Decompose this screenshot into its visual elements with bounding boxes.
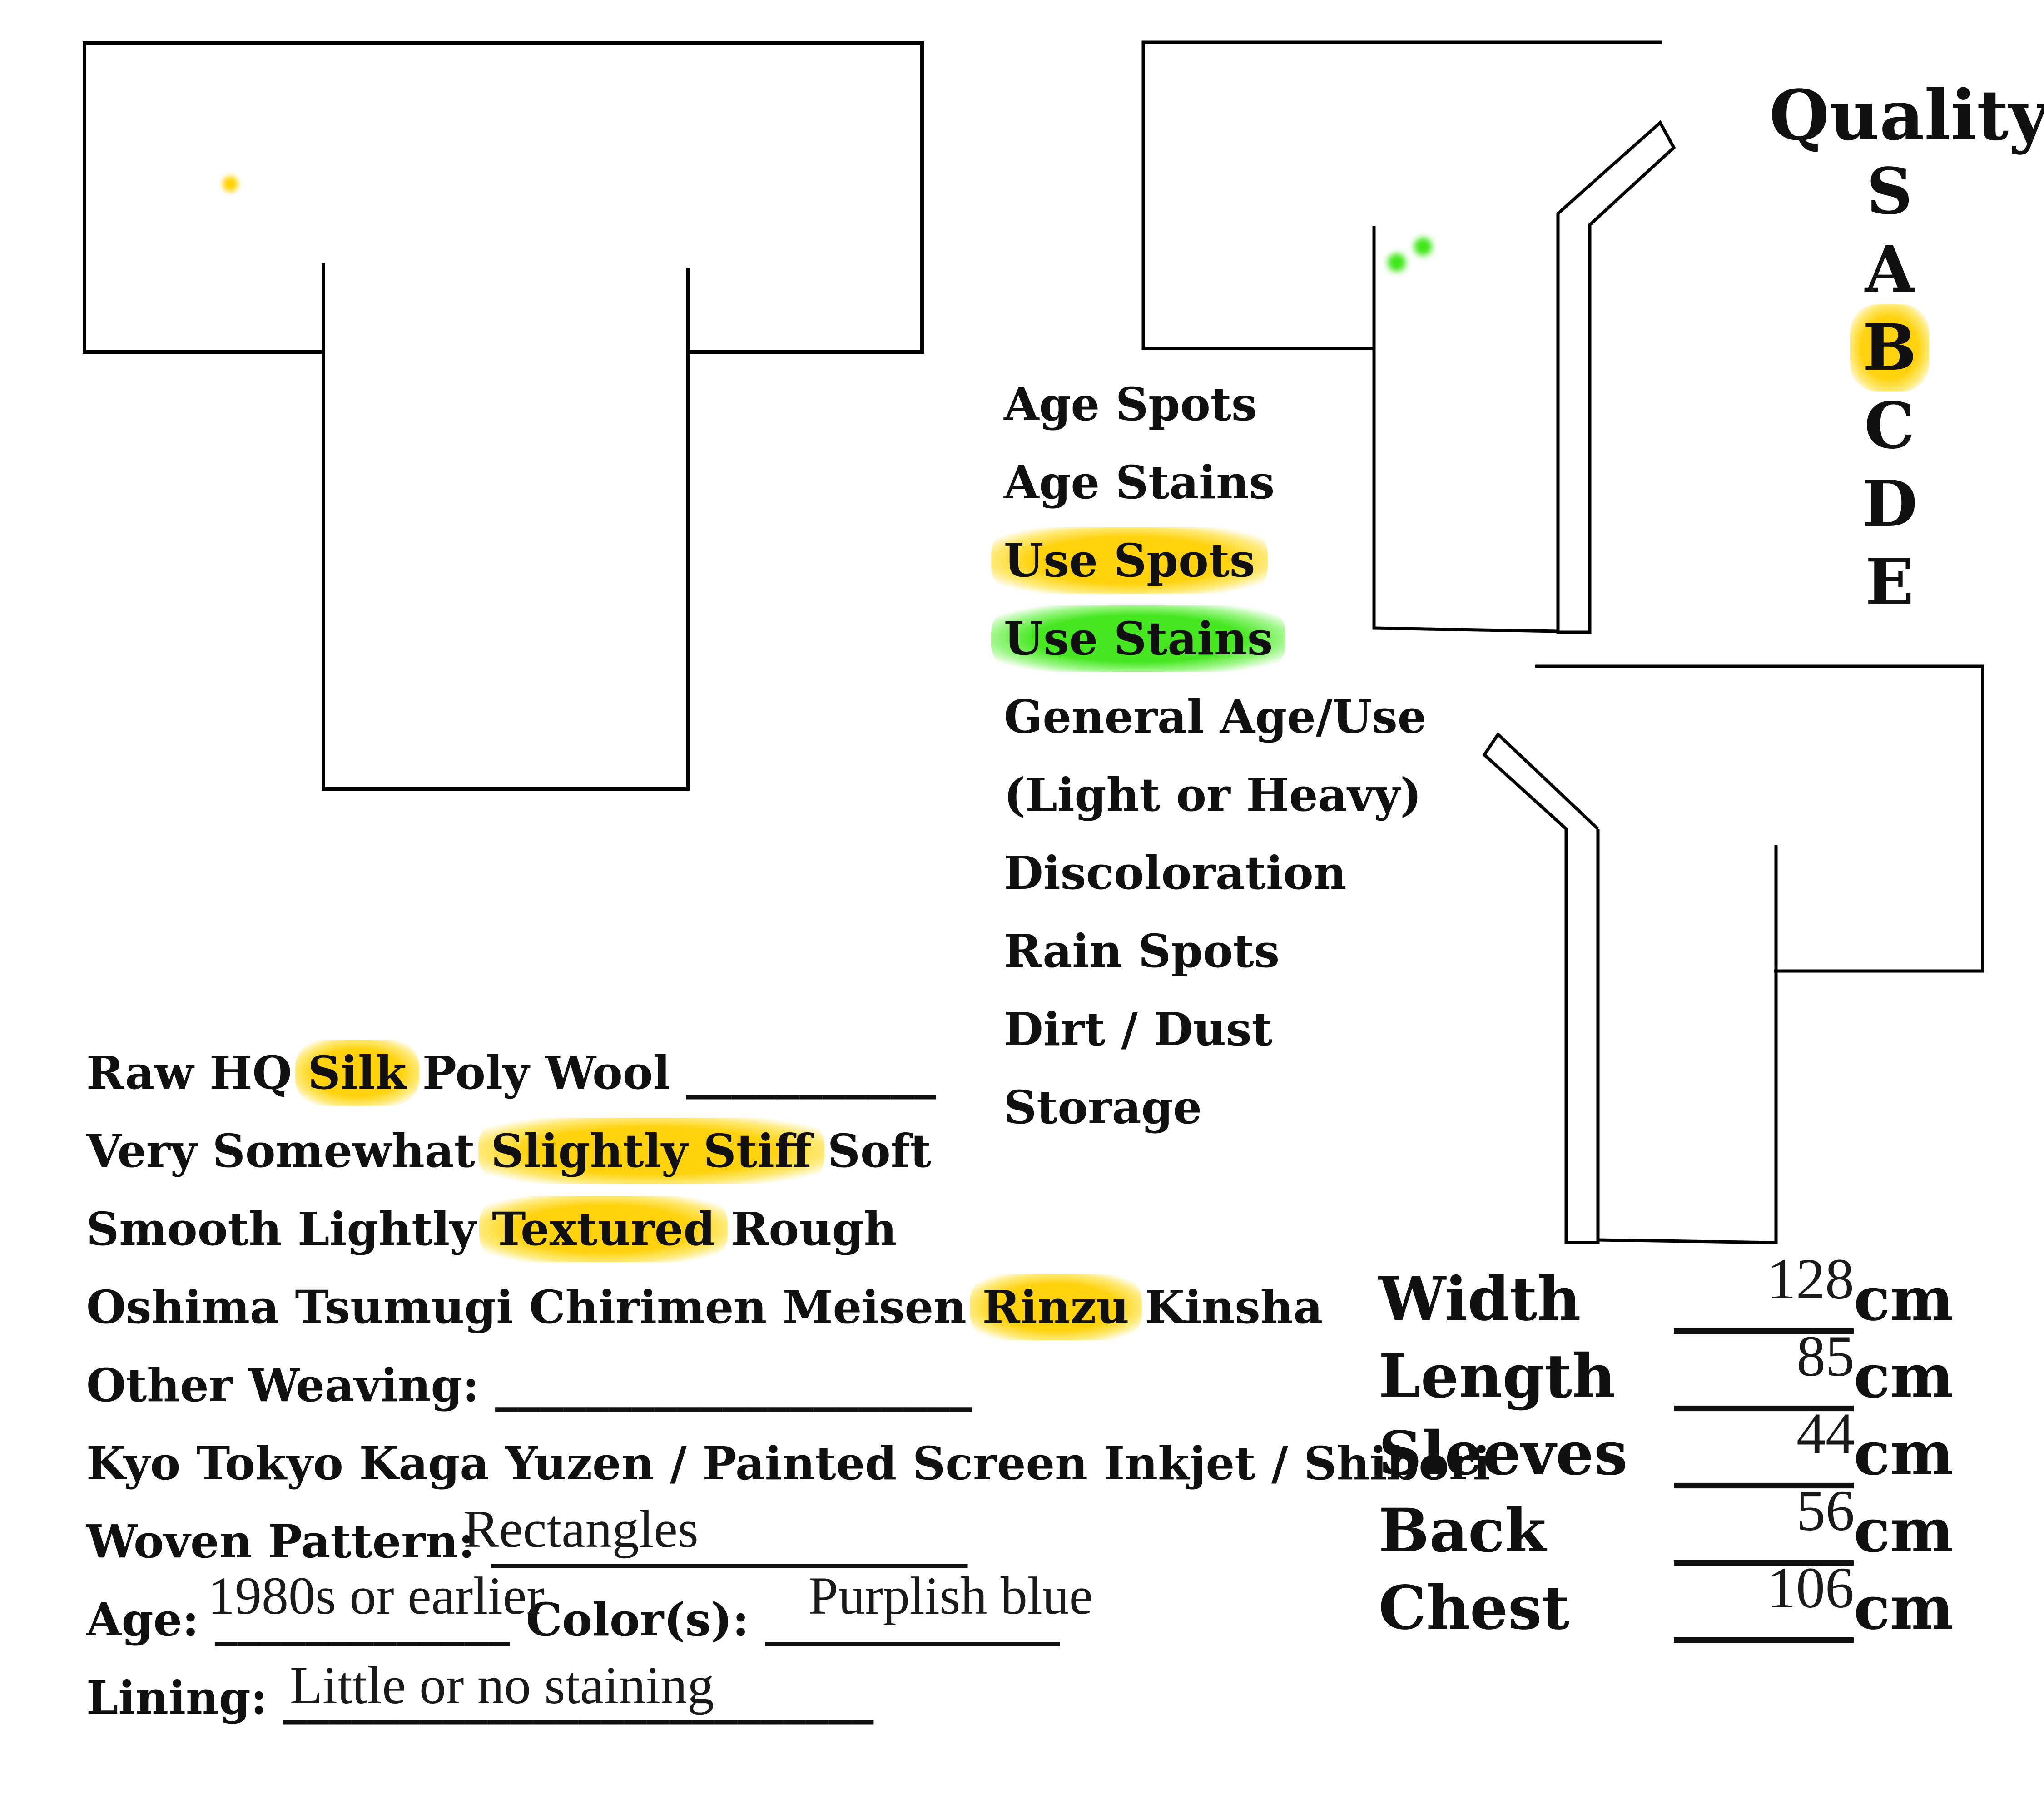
colors-blank: _____________: [765, 1593, 1061, 1646]
other-weaving-row: Other Weaving: _____________________: [86, 1363, 972, 1408]
lining-blank: __________________________: [283, 1671, 874, 1725]
measurement-label-chest: Chest: [1379, 1573, 1570, 1643]
lining-label: Lining:: [86, 1671, 283, 1725]
age-label: Age:: [86, 1593, 215, 1646]
woven-pattern-blank: _____________________: [491, 1515, 968, 1568]
defect-item-dirt-dust: Dirt / Dust: [1004, 1002, 1273, 1056]
measurement-value-back: 56: [1796, 1478, 1855, 1543]
measurement-underline: ______: [1674, 1573, 1854, 1643]
measurement-underline: ______: [1674, 1418, 1854, 1489]
stiffness-options-post: Soft: [811, 1124, 931, 1178]
defect-item-rain-spots: Rain Spots: [1004, 924, 1280, 978]
measurement-unit: cm: [1854, 1418, 1954, 1489]
measurement-value-sleeves: 44: [1796, 1401, 1855, 1466]
defect-item-use-stains: Use Stains: [991, 605, 1286, 672]
use-spot-mark: [223, 176, 238, 192]
weave-row: Oshima Tsumugi Chirimen Meisen Rinzu Kin…: [86, 1274, 1323, 1340]
defect-item-use-spots: Use Spots: [991, 527, 1268, 594]
colors-label: Color(s):: [510, 1593, 765, 1646]
measurement-unit: cm: [1854, 1496, 1954, 1566]
defect-item-age-spots: Age Spots: [1004, 377, 1257, 431]
measurement-blank-sleeves: ______cm: [1674, 1424, 1954, 1484]
stiffness-row: Very Somewhat Slightly Stiff Soft: [86, 1118, 931, 1184]
defect-item-discoloration: Discoloration: [1004, 846, 1347, 900]
use-spots-highlight: Use Spots: [991, 527, 1268, 594]
lining-value: Little or no staining: [290, 1655, 714, 1715]
dye-methods-row: Kyo Tokyo Kaga Yuzen / Painted Screen In…: [86, 1437, 1490, 1490]
measurement-blank-length: ______cm: [1674, 1347, 1954, 1407]
measurement-underline: ______: [1674, 1264, 1854, 1334]
measurement-label-width: Width: [1379, 1264, 1581, 1334]
quality-grade-b: B: [1850, 304, 1930, 392]
stiffness-options-pre: Very Somewhat: [86, 1124, 491, 1178]
stiffness-selected: Slightly Stiff: [478, 1118, 824, 1184]
defect-item-storage: Storage: [1004, 1080, 1202, 1134]
weave-options-post: Kinsha: [1129, 1280, 1323, 1334]
material-blank: ___________: [686, 1046, 936, 1100]
kimono-side-outline: [1482, 664, 1984, 1244]
measurement-unit: cm: [1854, 1573, 1954, 1643]
measurement-label-sleeves: Sleeves: [1379, 1418, 1628, 1489]
defect-item-age-stains: Age Stains: [1004, 456, 1275, 509]
texture-selected: Textured: [479, 1196, 728, 1262]
age-color-row: Age: _____________ Color(s): ___________…: [86, 1597, 1060, 1642]
material-selected: Silk: [295, 1040, 419, 1106]
defect-item-general-age-use: General Age/Use: [1004, 690, 1427, 743]
kimono-front-outline: [83, 41, 924, 791]
colors-value: Purplish blue: [809, 1566, 1093, 1626]
quality-grade-d: D: [1862, 467, 1918, 541]
texture-options-pre: Smooth Lightly: [86, 1202, 492, 1256]
lining-row: Lining: __________________________: [86, 1675, 873, 1720]
measurement-blank-width: ______cm: [1674, 1269, 1954, 1329]
measurement-value-width: 128: [1767, 1247, 1854, 1311]
measurement-value-length: 85: [1796, 1324, 1855, 1388]
texture-options-post: Rough: [715, 1202, 897, 1256]
measurement-blank-chest: ______cm: [1674, 1578, 1954, 1638]
measurement-blank-back: ______cm: [1674, 1501, 1954, 1561]
measurement-underline: ______: [1674, 1341, 1854, 1412]
quality-label: Quality: [1769, 74, 2044, 156]
measurement-unit: cm: [1854, 1341, 1954, 1412]
age-blank: _____________: [214, 1593, 510, 1646]
use-stains-highlight: Use Stains: [991, 605, 1286, 672]
texture-row: Smooth Lightly Textured Rough: [86, 1196, 897, 1262]
other-weaving-blank: _____________________: [495, 1358, 972, 1412]
age-value: 1980s or earlier: [208, 1566, 545, 1626]
quality-selected-highlight: B: [1850, 304, 1930, 392]
material-options-post: Poly Wool: [406, 1046, 686, 1100]
measurement-label-length: Length: [1379, 1341, 1616, 1412]
other-weaving-label: Other Weaving:: [86, 1358, 496, 1412]
material-options-pre: Raw HQ: [86, 1046, 308, 1100]
woven-pattern-label: Woven Pattern:: [86, 1515, 491, 1568]
use-stain-mark: [1414, 238, 1432, 256]
measurement-label-back: Back: [1379, 1496, 1546, 1566]
defect-item-light-or-heavy: (Light or Heavy): [1004, 768, 1422, 822]
woven-pattern-row: Woven Pattern: _____________________: [86, 1519, 968, 1564]
measurement-value-chest: 106: [1767, 1556, 1854, 1620]
quality-grade-c: C: [1864, 389, 1915, 463]
weave-options-pre: Oshima Tsumugi Chirimen Meisen: [86, 1280, 982, 1334]
woven-pattern-value: Rectangles: [463, 1499, 699, 1559]
measurement-underline: ______: [1674, 1496, 1854, 1566]
quality-grade-e: E: [1865, 545, 1914, 619]
kimono-back-outline: [1141, 40, 1676, 634]
material-row: Raw HQ Silk Poly Wool ___________: [86, 1040, 936, 1106]
measurement-unit: cm: [1854, 1264, 1954, 1334]
quality-grade-a: A: [1865, 233, 1915, 307]
use-stain-mark: [1388, 253, 1406, 272]
weave-selected: Rinzu: [969, 1274, 1142, 1340]
quality-grade-s: S: [1866, 154, 1913, 229]
